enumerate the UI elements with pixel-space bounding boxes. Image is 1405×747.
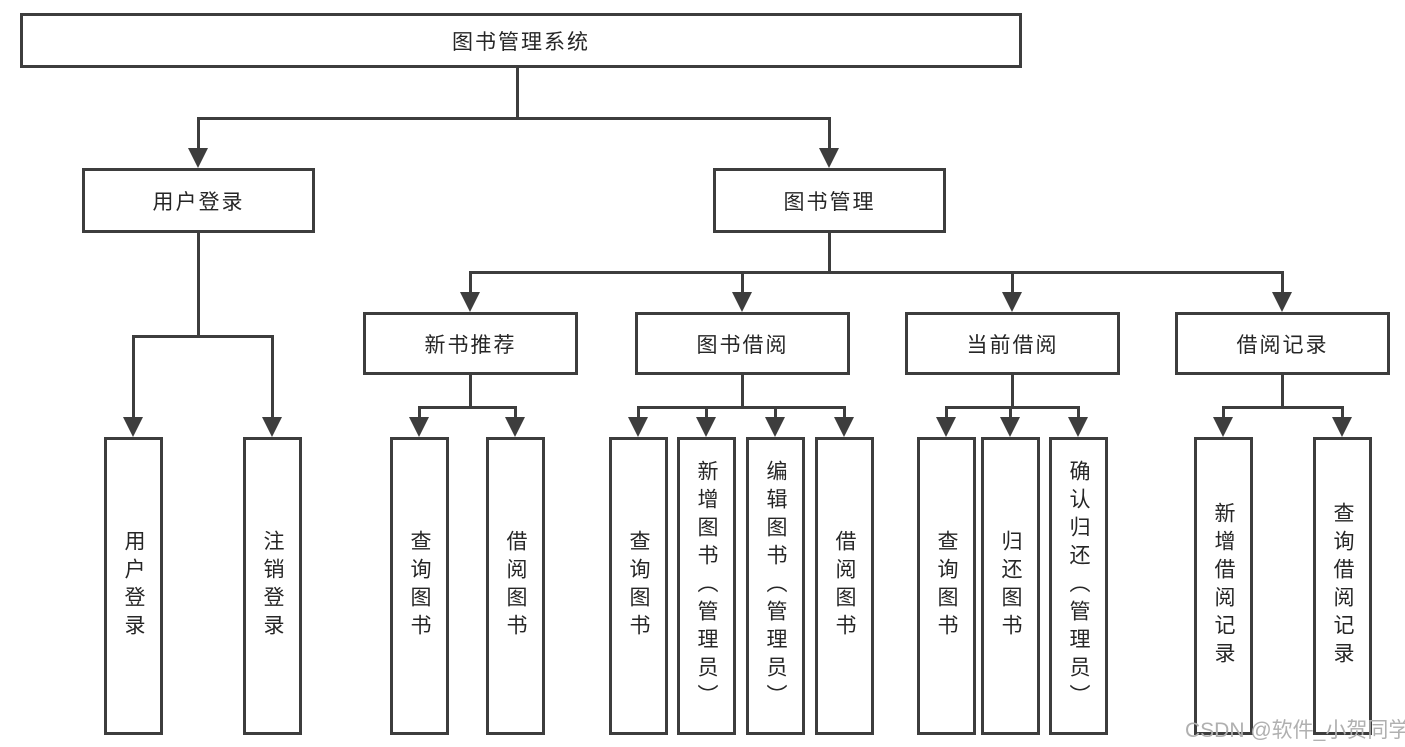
- connector-drop-leaf-logout: [271, 335, 274, 419]
- connector-drop: [418, 406, 421, 419]
- connector-book-borrow-stem: [741, 375, 744, 409]
- connector-user-login-stem: [197, 233, 200, 338]
- leaf-query-borrow-record: 查询借阅记录: [1313, 437, 1372, 735]
- arrowhead-icon: [460, 292, 480, 312]
- leaf-add-borrow-record-label: 新增借阅记录: [1212, 502, 1235, 670]
- arrowhead-icon: [505, 417, 525, 437]
- connector-drop: [1222, 406, 1225, 419]
- arrowhead-icon: [819, 148, 839, 168]
- arrowhead-icon: [1272, 292, 1292, 312]
- connector-new-book-rec-stem: [469, 375, 472, 409]
- node-root: 图书管理系统: [20, 13, 1022, 68]
- arrowhead-icon: [765, 417, 785, 437]
- leaf-return-books: 归还图书: [981, 437, 1040, 735]
- arrowhead-icon: [188, 148, 208, 168]
- arrowhead-icon: [1213, 417, 1233, 437]
- connector-root-stem: [516, 66, 519, 119]
- node-new-book-rec-label: 新书推荐: [424, 333, 517, 357]
- leaf-borrow-books-1: 借阅图书: [486, 437, 545, 735]
- leaf-confirm-return-admin: 确认归还（管理员）: [1049, 437, 1108, 735]
- leaf-add-borrow-record: 新增借阅记录: [1194, 437, 1253, 735]
- connector-book-mgmt-stem: [828, 233, 831, 273]
- leaf-user-login: 用户登录: [104, 437, 163, 735]
- leaf-add-book-admin-label: 新增图书（管理员）: [695, 460, 718, 712]
- connector-drop: [1009, 406, 1012, 419]
- connector-new-book-rec-branch: [418, 406, 517, 409]
- connector-drop-user-login: [197, 117, 200, 150]
- node-borrow-records-label: 借阅记录: [1236, 333, 1329, 357]
- leaf-query-books-3-label: 查询图书: [935, 530, 958, 642]
- arrowhead-icon: [262, 417, 282, 437]
- connector-drop-book-mgmt: [828, 117, 831, 150]
- leaf-logout: 注销登录: [243, 437, 302, 735]
- connector-book-borrow-branch: [637, 406, 846, 409]
- leaf-edit-book-admin: 编辑图书（管理员）: [746, 437, 805, 735]
- leaf-logout-label: 注销登录: [261, 530, 284, 642]
- connector-drop: [514, 406, 517, 419]
- connector-borrow-records-stem: [1281, 375, 1284, 409]
- node-current-borrow-label: 当前借阅: [966, 333, 1059, 357]
- leaf-query-books-2: 查询图书: [609, 437, 668, 735]
- connector-current-borrow-stem: [1011, 375, 1014, 409]
- leaf-return-books-label: 归还图书: [999, 530, 1022, 642]
- connector-borrow-records-branch: [1222, 406, 1344, 409]
- leaf-query-books-3: 查询图书: [917, 437, 976, 735]
- node-root-label: 图书管理系统: [452, 30, 590, 54]
- leaf-query-books-1: 查询图书: [390, 437, 449, 735]
- arrowhead-icon: [732, 292, 752, 312]
- connector-drop-book-borrow: [741, 271, 744, 294]
- arrowhead-icon: [628, 417, 648, 437]
- node-user-login: 用户登录: [82, 168, 315, 233]
- connector-drop-new-book-rec: [469, 271, 472, 294]
- leaf-edit-book-admin-label: 编辑图书（管理员）: [764, 460, 787, 712]
- connector-drop-leaf-login: [132, 335, 135, 419]
- arrowhead-icon: [1068, 417, 1088, 437]
- arrowhead-icon: [1000, 417, 1020, 437]
- leaf-add-book-admin: 新增图书（管理员）: [677, 437, 736, 735]
- leaf-borrow-books-2: 借阅图书: [815, 437, 874, 735]
- leaf-user-login-label: 用户登录: [122, 530, 145, 642]
- leaf-borrow-books-1-label: 借阅图书: [504, 530, 527, 642]
- arrowhead-icon: [123, 417, 143, 437]
- connector-drop: [774, 406, 777, 419]
- leaf-query-books-1-label: 查询图书: [408, 530, 431, 642]
- node-book-borrow: 图书借阅: [635, 312, 850, 375]
- node-user-login-label: 用户登录: [152, 190, 245, 214]
- connector-drop: [1341, 406, 1344, 419]
- csdn-watermark: CSDN @软件_小贺同学: [1185, 719, 1405, 742]
- connector-drop: [705, 406, 708, 419]
- arrowhead-icon: [936, 417, 956, 437]
- node-book-borrow-label: 图书借阅: [696, 333, 789, 357]
- leaf-borrow-books-2-label: 借阅图书: [833, 530, 856, 642]
- arrowhead-icon: [834, 417, 854, 437]
- leaf-query-borrow-record-label: 查询借阅记录: [1331, 502, 1354, 670]
- arrowhead-icon: [1002, 292, 1022, 312]
- arrowhead-icon: [696, 417, 716, 437]
- connector-user-login-branch: [132, 335, 274, 338]
- connector-drop: [945, 406, 948, 419]
- connector-drop: [637, 406, 640, 419]
- connector-root-branch: [197, 117, 831, 120]
- connector-drop: [843, 406, 846, 419]
- connector-current-borrow-branch: [945, 406, 1080, 409]
- node-book-mgmt: 图书管理: [713, 168, 946, 233]
- node-new-book-rec: 新书推荐: [363, 312, 578, 375]
- connector-book-mgmt-branch: [469, 271, 1284, 274]
- connector-drop-borrow-records: [1281, 271, 1284, 294]
- node-current-borrow: 当前借阅: [905, 312, 1120, 375]
- node-book-mgmt-label: 图书管理: [783, 190, 876, 214]
- leaf-query-books-2-label: 查询图书: [627, 530, 650, 642]
- node-borrow-records: 借阅记录: [1175, 312, 1390, 375]
- connector-drop-current-borrow: [1011, 271, 1014, 294]
- arrowhead-icon: [409, 417, 429, 437]
- arrowhead-icon: [1332, 417, 1352, 437]
- connector-drop: [1077, 406, 1080, 419]
- leaf-confirm-return-admin-label: 确认归还（管理员）: [1067, 460, 1090, 712]
